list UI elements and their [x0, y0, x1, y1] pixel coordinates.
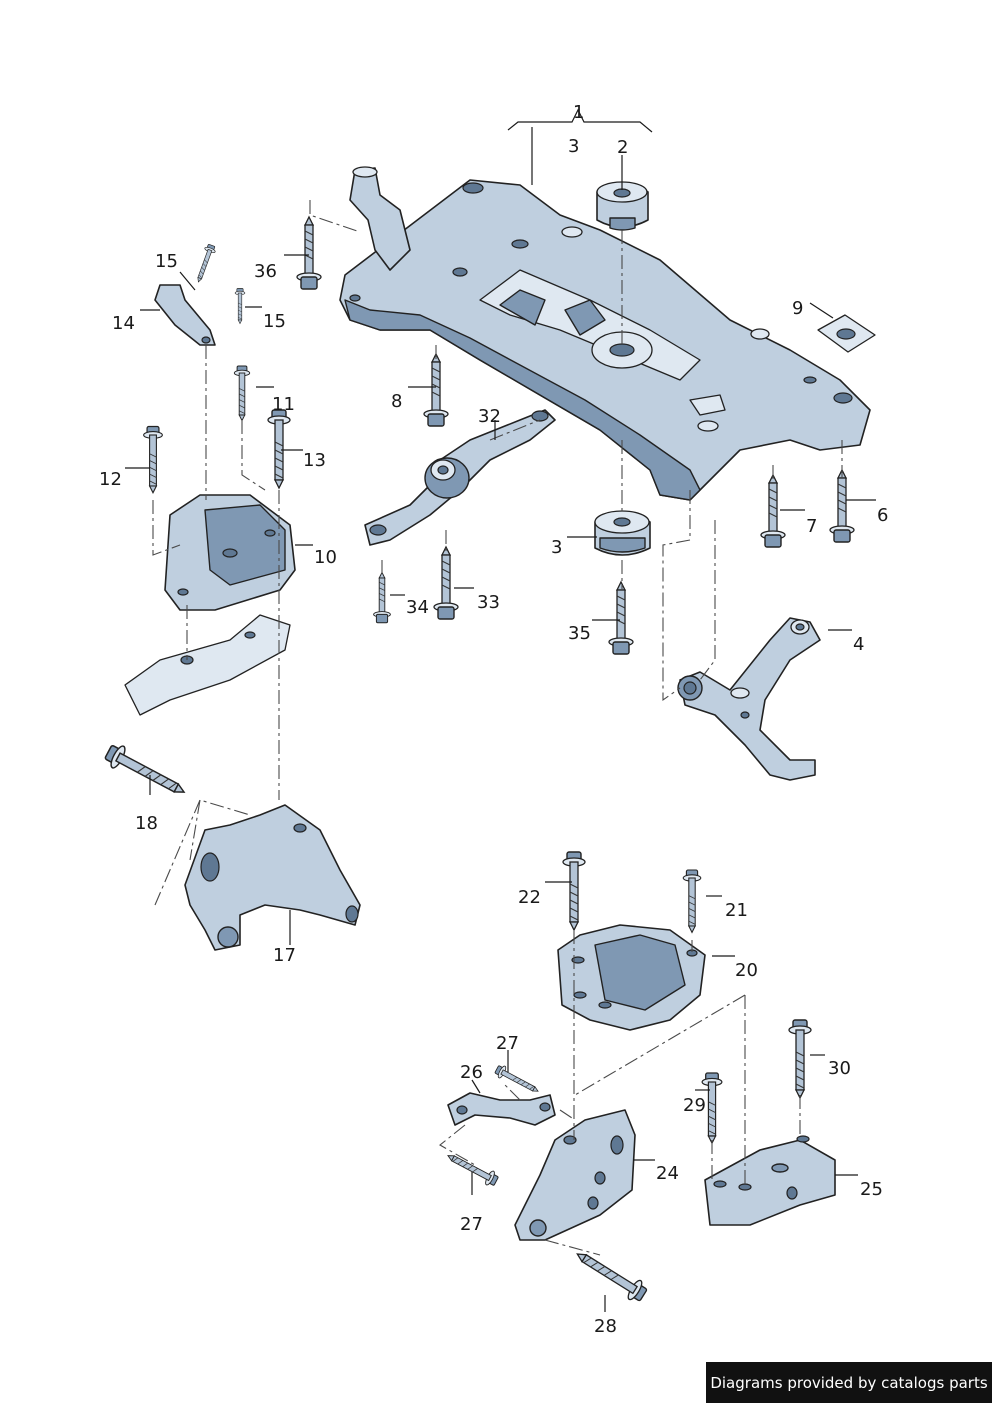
- rubber-bushing-upper: [596, 181, 649, 231]
- callout-36: 36: [254, 261, 277, 282]
- leader-lines: [125, 108, 876, 1312]
- callout-7: 7: [806, 516, 817, 537]
- bolt-8: [423, 353, 449, 427]
- callout-21: 21: [725, 900, 748, 921]
- callout-32: 32: [478, 406, 501, 427]
- bolt-6: [829, 469, 855, 543]
- callout-15-lower: 15: [263, 311, 286, 332]
- callout-11: 11: [272, 394, 295, 415]
- bolt-27-upper: [493, 1062, 542, 1098]
- torque-support-arm: [364, 409, 556, 546]
- bolt-30: [788, 1019, 812, 1099]
- transmission-bracket: [514, 1109, 636, 1241]
- bolt-13: [267, 409, 291, 489]
- callout-1: 1: [573, 102, 584, 123]
- assembly-lines: [152, 200, 843, 1256]
- credit-banner: Diagrams provided by catalogs parts: [706, 1362, 992, 1403]
- callout-10: 10: [314, 547, 337, 568]
- callout-34: 34: [406, 597, 429, 618]
- bolt-15-lower: [234, 288, 246, 324]
- callout-labels: 1 3 2 3 4 6 7 8 9 10 11 12 13 14 15 15 1…: [99, 102, 888, 1337]
- bolt-12: [143, 425, 163, 494]
- bolt-36: [296, 216, 322, 290]
- callout-2: 2: [617, 137, 628, 158]
- gasket-plate: [817, 314, 876, 353]
- callout-20: 20: [735, 960, 758, 981]
- callout-3-lower: 3: [551, 537, 562, 558]
- bolt-18: [101, 740, 191, 804]
- wishbone-control-arm: [677, 617, 821, 781]
- callout-15-upper: 15: [155, 251, 178, 272]
- callout-27-upper: 27: [496, 1033, 519, 1054]
- callout-27-lower: 27: [460, 1214, 483, 1235]
- callout-17: 17: [273, 945, 296, 966]
- credit-text: Diagrams provided by catalogs parts: [710, 1373, 988, 1392]
- callout-26: 26: [460, 1062, 483, 1083]
- callout-9: 9: [792, 298, 803, 319]
- heat-shield-bracket: [154, 284, 216, 346]
- callout-22: 22: [518, 887, 541, 908]
- callout-35: 35: [568, 623, 591, 644]
- callout-3-top: 3: [568, 136, 579, 157]
- bolt-21: [682, 869, 702, 933]
- callout-12: 12: [99, 469, 122, 490]
- callout-33: 33: [477, 592, 500, 613]
- body-mounting-bracket: [124, 614, 291, 716]
- callout-8: 8: [391, 391, 402, 412]
- bolt-11: [233, 365, 251, 422]
- callout-24: 24: [656, 1163, 679, 1184]
- callout-25: 25: [860, 1179, 883, 1200]
- bolt-33: [433, 546, 459, 620]
- callout-28: 28: [594, 1316, 617, 1337]
- callout-14: 14: [112, 313, 135, 334]
- bolt-34: [373, 571, 391, 624]
- callout-30: 30: [828, 1058, 851, 1079]
- bolt-22: [562, 851, 586, 931]
- pendulum-bracket: [447, 1092, 556, 1126]
- bolt-35: [608, 581, 634, 655]
- engine-mount-left: [164, 494, 296, 611]
- rubber-bushing-lower: [594, 510, 651, 556]
- engine-mount-bracket: [184, 804, 361, 951]
- bolt-15-upper: [192, 243, 218, 285]
- transmission-mount: [557, 924, 706, 1031]
- callout-6: 6: [877, 505, 888, 526]
- bolt-7: [760, 474, 786, 548]
- callout-13: 13: [303, 450, 326, 471]
- subframe: [339, 166, 871, 501]
- transmission-support: [704, 1135, 836, 1226]
- callout-29: 29: [683, 1095, 706, 1116]
- callout-18: 18: [135, 813, 158, 834]
- callout-4: 4: [853, 634, 864, 655]
- bolt-28: [570, 1243, 651, 1306]
